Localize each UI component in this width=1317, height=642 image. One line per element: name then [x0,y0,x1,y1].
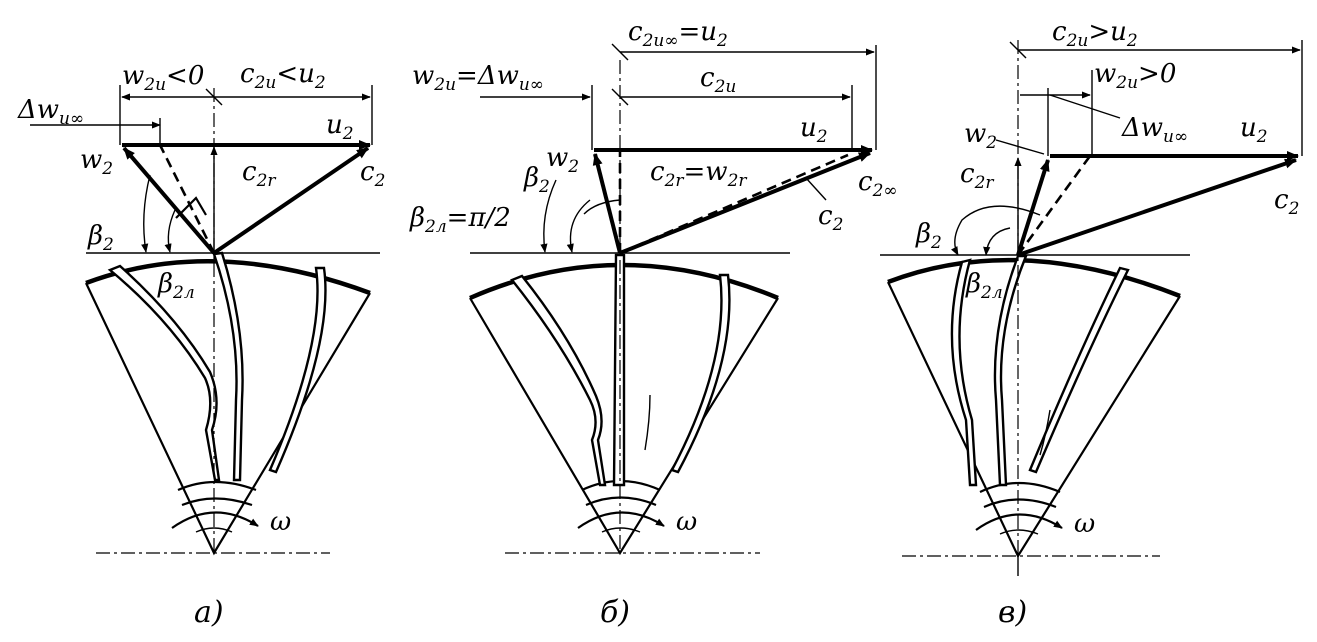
label-w2u: w2u<0 [122,61,204,95]
label-c2-inf: c2∞ [858,167,898,201]
label-w2u: w2u=Δwu∞ [412,61,544,95]
beta2l-arc [566,199,591,253]
label-u2: u2 [800,113,828,147]
w2-vector [592,153,622,254]
label-w2u: w2u>0 [1094,59,1176,93]
w2-inf-line [1016,155,1092,256]
c2-vector [212,146,370,255]
w2-inf-line [158,144,216,254]
w2-vector [1016,159,1050,256]
label-beta2: β2 [523,163,550,197]
rotation-arrow [975,513,1063,531]
rotation-arrow [577,511,665,529]
impeller-sector-b [469,253,779,556]
blade [1028,266,1130,474]
c2-inf-vector [619,151,871,255]
label-c2u-inf: c2u∞=u2 [628,17,728,51]
label-beta2: β2 [915,219,942,253]
c2-vector [1017,158,1297,257]
blade [107,264,221,482]
caption-a: а) [194,595,224,630]
beta2-arc [540,179,557,253]
dw-dimension [1049,94,1121,119]
label-c2: c2 [1274,185,1299,219]
blade [212,251,244,482]
label-c2r: c2r [242,157,276,191]
label-c2u: c2u [700,63,736,97]
panel-a: Δwu∞ w2u<0 c2u<u2 u2 c2r w2 c2 β2 β2л ω … [17,59,385,630]
label-u2: u2 [326,110,354,144]
beta2-arc [141,174,151,253]
blade [510,274,607,487]
label-u2: u2 [1240,113,1268,147]
label-omega: ω [676,507,697,537]
caption-b: б) [600,595,630,630]
impeller-sector-a [85,251,371,556]
panel-c: c2u>u2 w2u>0 Δwu∞ u2 w2 c2r c2 β2 β2л ω … [880,17,1303,630]
label-omega: ω [270,507,291,537]
caption-c: в) [998,595,1027,630]
label-omega: ω [1074,509,1095,539]
beta2l-arc [983,227,1011,256]
impeller-sector-c [887,254,1181,559]
blade [612,253,626,487]
w2-vector [122,146,216,255]
label-delta-w-u-inf: Δwu∞ [1121,113,1188,147]
blade [670,273,731,474]
blade [993,254,1028,487]
label-delta-w-u-inf: Δwu∞ [17,95,84,129]
label-w2: w2 [964,119,997,153]
label-beta2l: β2л [157,269,195,303]
label-beta2: β2 [87,221,114,255]
c2-vector-dashed [619,153,849,255]
beta2-arc [951,205,1041,256]
blade [268,266,327,474]
label-c2: c2 [360,157,385,191]
panel-b: c2u∞=u2 w2u=Δwu∞ c2u u2 w2 c2r=w2r c2∞ c… [409,17,898,630]
label-c2r: c2r [960,159,994,193]
rotation-arrow [171,511,259,529]
label-c2u: c2u<u2 [240,59,326,93]
label-w2: w2 [80,145,113,179]
label-w2: w2 [546,143,579,177]
label-c2u: c2u>u2 [1052,17,1138,51]
blade [950,258,978,487]
label-c2: c2 [818,201,843,235]
label-beta2l: β2л [965,269,1003,303]
label-c2r: c2r=w2r [650,157,747,191]
label-beta2l: β2л=π/2 [409,203,511,237]
beta2l-arc [164,209,176,253]
